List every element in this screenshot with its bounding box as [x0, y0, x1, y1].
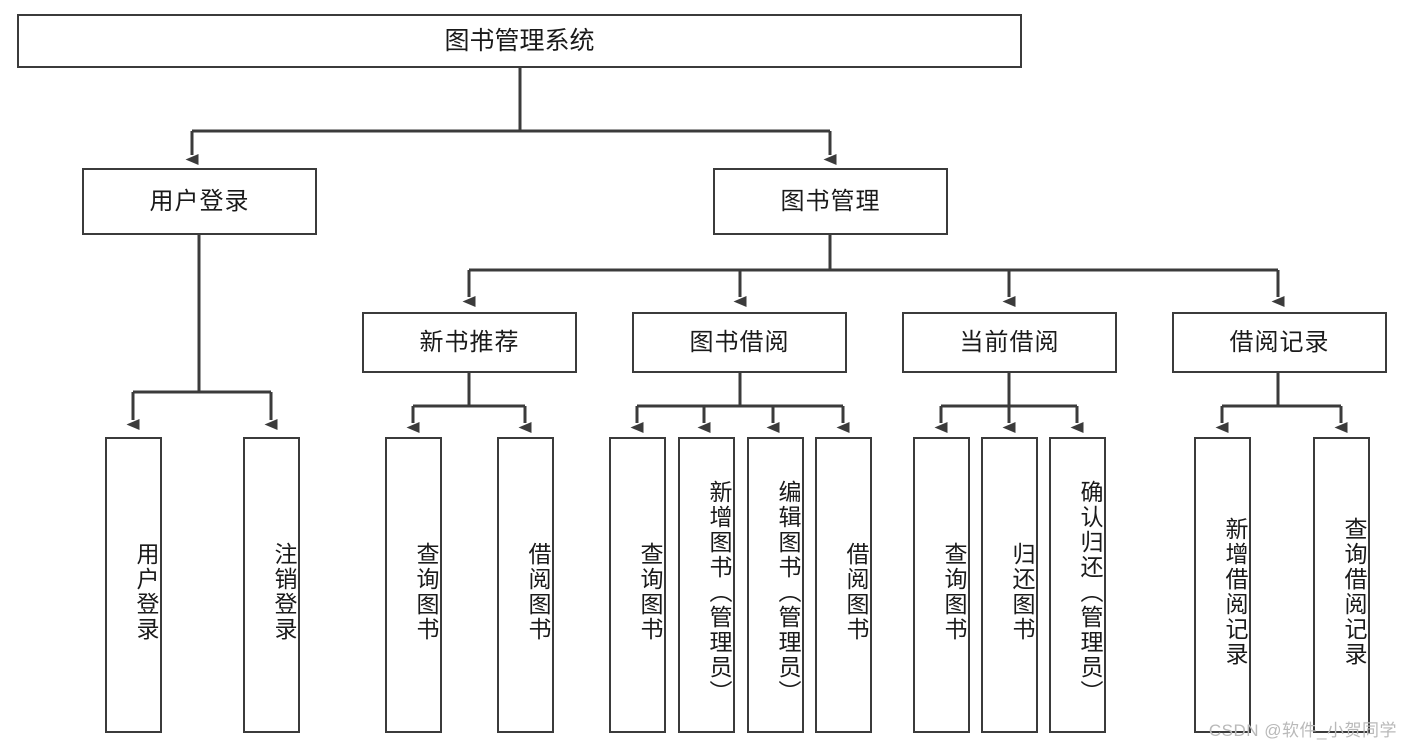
- node-current-borrow[interactable]: 当前借阅: [902, 312, 1117, 373]
- leaf-user-login[interactable]: 用户登录: [105, 437, 162, 733]
- node-new-book-recommend[interactable]: 新书推荐: [362, 312, 577, 373]
- leaf-query-book-current[interactable]: 查询图书: [913, 437, 970, 733]
- leaf-borrow-book-recommend[interactable]: 借阅图书: [497, 437, 554, 733]
- node-borrow-record[interactable]: 借阅记录: [1172, 312, 1387, 373]
- leaf-query-borrow-record[interactable]: 查询借阅记录: [1313, 437, 1370, 733]
- node-book-management[interactable]: 图书管理: [713, 168, 948, 235]
- leaf-add-borrow-record[interactable]: 新增借阅记录: [1194, 437, 1251, 733]
- leaf-logout[interactable]: 注销登录: [243, 437, 300, 733]
- leaf-query-book-borrow[interactable]: 查询图书: [609, 437, 666, 733]
- leaf-edit-book-admin[interactable]: 编辑图书（管理员）: [747, 437, 804, 733]
- node-root-system[interactable]: 图书管理系统: [17, 14, 1022, 68]
- leaf-borrow-book[interactable]: 借阅图书: [815, 437, 872, 733]
- leaf-confirm-return-admin[interactable]: 确认归还（管理员）: [1049, 437, 1106, 733]
- leaf-add-book-admin[interactable]: 新增图书（管理员）: [678, 437, 735, 733]
- node-book-borrow[interactable]: 图书借阅: [632, 312, 847, 373]
- leaf-return-book[interactable]: 归还图书: [981, 437, 1038, 733]
- watermark-text: CSDN @软件_小贺同学: [1208, 721, 1397, 740]
- leaf-query-book-recommend[interactable]: 查询图书: [385, 437, 442, 733]
- node-user-login[interactable]: 用户登录: [82, 168, 317, 235]
